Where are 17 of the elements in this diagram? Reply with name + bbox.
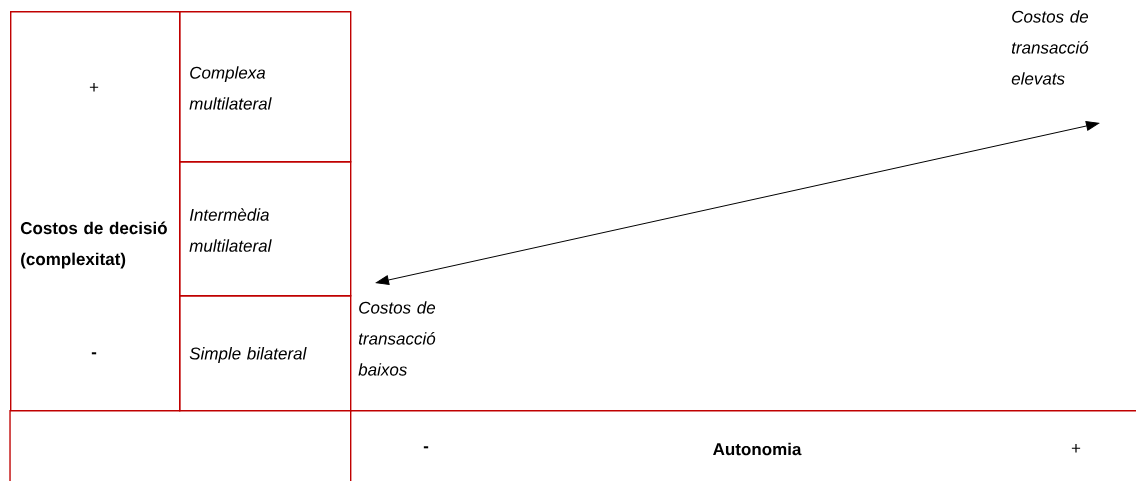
axis-title: Costos de decisió (complexitat): [20, 221, 167, 269]
double-arrow: [375, 121, 1100, 285]
table-cell: [179, 11, 352, 163]
axis-sign: +: [89, 83, 99, 92]
table-cell: [350, 410, 1136, 481]
table-cell: [179, 161, 352, 297]
cell-text: Complexa multilateral: [189, 66, 272, 110]
cell-text: Simple bilateral: [189, 347, 307, 363]
axis-sign: -: [91, 352, 97, 355]
table-cell: [179, 295, 352, 412]
axis-title: Autonomia: [713, 442, 802, 456]
arrow-end-text: Costos de transacció elevats: [1011, 10, 1089, 85]
table-cell: [10, 11, 181, 412]
axis-sign: +: [1071, 444, 1081, 453]
cell-text: Intermèdia multilateral: [189, 208, 272, 252]
arrow-end-text: Costos de transacció baixos: [358, 301, 436, 376]
axis-sign: -: [423, 446, 429, 449]
